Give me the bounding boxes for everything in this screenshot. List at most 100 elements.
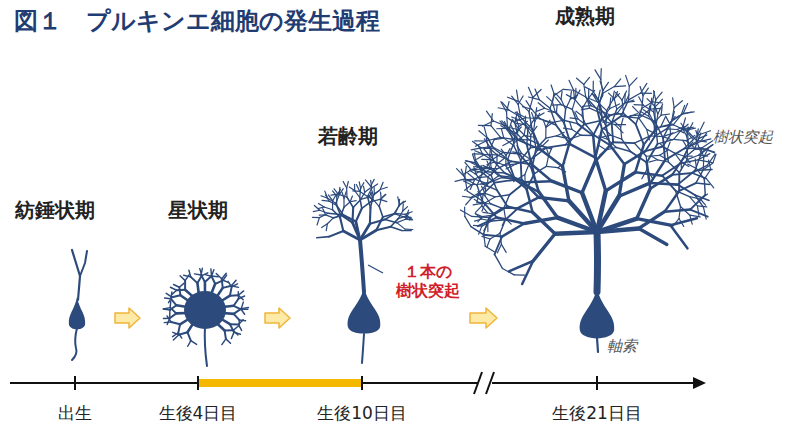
dendrite-branch <box>515 112 526 118</box>
dendrite-branch <box>232 284 238 287</box>
dendrite-branch <box>170 287 176 290</box>
dendrite-branch <box>555 232 597 234</box>
dendrite-branch <box>709 160 711 169</box>
dendrite-branch <box>324 207 332 210</box>
dendrite-branch <box>314 205 319 210</box>
dendrite-branch <box>347 181 349 188</box>
dendrite-branch <box>234 314 240 320</box>
dendrite-branch <box>476 214 482 217</box>
dendrite-branch <box>661 114 669 115</box>
dendrite-branch <box>497 244 501 252</box>
dendrite-branch <box>487 214 493 222</box>
dendrite-branch <box>370 219 385 223</box>
dendrite-branch <box>478 217 482 222</box>
dendrite-branch <box>600 113 606 126</box>
dendrite-branch <box>359 182 360 189</box>
callout-label: １本の 樹状突起 <box>386 262 470 300</box>
dendrite-branch <box>565 139 570 145</box>
dendrite-branch <box>611 135 622 139</box>
dendrite-branch <box>688 164 697 168</box>
dendrite-branch <box>238 296 244 299</box>
dendrite-branch <box>490 233 500 239</box>
dendrite-branch <box>601 79 603 93</box>
dendrite-branch <box>482 203 485 212</box>
dendrite-branch <box>532 129 540 149</box>
dendrite-branch <box>697 169 705 180</box>
dendrite-branch <box>360 230 376 240</box>
dendrite-branch <box>225 329 234 331</box>
dendrite-branch <box>528 87 532 97</box>
dendrite-branch <box>241 308 248 309</box>
dendrite-branch <box>570 121 572 129</box>
dendrite-branch <box>701 148 704 157</box>
dendrite-branch <box>372 184 378 188</box>
dendrite-branch <box>327 218 333 224</box>
dendrite-branch <box>167 318 169 324</box>
spindle-cell <box>72 250 87 360</box>
dendrite-branch <box>472 154 475 163</box>
dendrite-branch <box>598 102 607 111</box>
dendrite-branch <box>486 172 504 173</box>
dendrite-branch <box>170 305 177 310</box>
dendrite-branch <box>241 309 245 314</box>
dendrite-branch <box>639 97 644 105</box>
dendrite-branch <box>238 292 240 299</box>
dendrite-branch <box>703 207 706 219</box>
dendrite-branch <box>576 111 582 116</box>
dendrite-branch <box>637 189 650 219</box>
dendrite-branch <box>336 196 337 205</box>
dendrite-branch <box>501 244 506 252</box>
dendrite-branch <box>340 217 343 231</box>
dendrite-branch <box>613 121 620 127</box>
dendrite-branch <box>524 126 526 135</box>
dendrite-branch <box>540 150 562 167</box>
dendrite-branch <box>354 184 355 190</box>
dendrite-branch <box>606 147 616 149</box>
dendrite-branch <box>592 94 597 102</box>
dendrite-branch <box>356 221 360 240</box>
somata <box>69 288 614 338</box>
dendrite-branch <box>509 261 533 271</box>
dendrite-branch <box>586 125 595 135</box>
stage-node: 若齢期 <box>290 124 470 360</box>
dendrite-branch <box>525 180 552 183</box>
dendrite-branch <box>598 90 600 99</box>
dendrite-branch <box>535 89 539 100</box>
dendrite-branch <box>667 150 668 162</box>
tick <box>596 376 598 390</box>
stage-arrow <box>470 308 497 328</box>
dendrite-branch <box>403 207 408 211</box>
dendrite-branch <box>621 127 622 139</box>
dendrite-branch <box>402 230 412 231</box>
dendrite-branch <box>349 187 354 191</box>
dendrite-branch <box>563 167 569 201</box>
dendrite-branch <box>174 285 180 288</box>
dendrite-branch <box>634 104 643 106</box>
dendrite-branch <box>485 154 498 156</box>
dendrite-branch <box>599 146 606 150</box>
dendrite-branch <box>360 197 362 208</box>
dendrite-branch <box>484 224 488 231</box>
dendrite-branch <box>695 159 696 169</box>
dendrite-branch <box>233 326 238 330</box>
dendrite-branch <box>504 208 506 218</box>
part-label: 軸索 <box>607 337 637 355</box>
stage-arrow <box>265 308 290 328</box>
dendrite-branch <box>562 136 570 139</box>
dendrite-branch <box>394 206 399 214</box>
dendrite-branch <box>470 193 479 198</box>
dendrite-branch <box>502 219 505 226</box>
dendrite-branch <box>365 180 370 186</box>
dendrite-branch <box>698 131 711 136</box>
dendrite-branch <box>479 147 488 148</box>
dendrite-branch <box>654 91 656 100</box>
dendrite-branch <box>665 210 691 212</box>
dendrite-branch <box>197 276 201 283</box>
dendrite-branch <box>612 123 613 143</box>
dendrite-branch <box>690 195 705 210</box>
dendrite-branch <box>526 101 532 110</box>
dendrite-branch <box>223 286 232 288</box>
dendrite-branch <box>688 142 693 148</box>
dendrite-branch <box>622 91 627 100</box>
dendrite-branch <box>488 169 497 177</box>
